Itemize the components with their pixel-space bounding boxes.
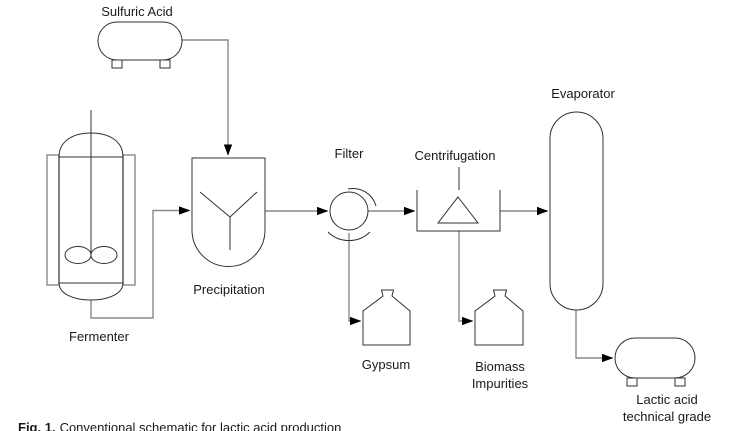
pipe-evaporator-to-product (575, 310, 614, 363)
figure-caption-text: Conventional schematic for lactic acid p… (59, 420, 342, 431)
pipe-sulfuric-acid-to-precipitation (182, 39, 233, 156)
lactic-acid-label-line1: Lactic acid (636, 392, 698, 407)
figure-caption: Fig. 1.Conventional schematic for lactic… (18, 420, 341, 431)
impeller-blade (64, 246, 92, 264)
gypsum-container-icon (362, 289, 411, 346)
sulfuric-acid-tank-icon (97, 21, 183, 69)
evaporator-label: Evaporator (551, 86, 615, 101)
fermenter-icon (46, 110, 136, 301)
biomass-impurities-label: Biomass Impurities (472, 358, 528, 392)
centrifuge-icon (416, 167, 501, 232)
lactic-acid-tank-icon (614, 337, 696, 387)
evaporator-icon (549, 111, 604, 311)
lactic-acid-label: Lactic acid technical grade (623, 391, 711, 425)
figure-caption-prefix: Fig. 1. (18, 420, 56, 431)
biomass-label-line1: Biomass (475, 359, 525, 374)
precipitation-vessel-icon (191, 157, 266, 267)
filter-label: Filter (334, 146, 364, 161)
pipe-fermenter-to-precipitation (90, 206, 191, 319)
pipes (90, 39, 614, 363)
impeller-blade (90, 246, 118, 264)
lactic-acid-label-line2: technical grade (622, 409, 712, 424)
precipitation-label: Precipitation (193, 282, 265, 297)
fermenter-label: Fermenter (69, 329, 129, 344)
gypsum-label: Gypsum (361, 357, 411, 372)
biomass-label-line2: Impurities (471, 376, 529, 391)
sulfuric-acid-label: Sulfuric Acid (101, 4, 173, 19)
filter-icon (327, 188, 377, 242)
y-agitator (199, 191, 258, 250)
centrifugation-label: Centrifugation (414, 148, 496, 163)
pipe-filter-to-gypsum (348, 233, 362, 326)
biomass-container-icon (474, 289, 524, 346)
pipe-centrifugation-to-biomass (458, 231, 474, 326)
